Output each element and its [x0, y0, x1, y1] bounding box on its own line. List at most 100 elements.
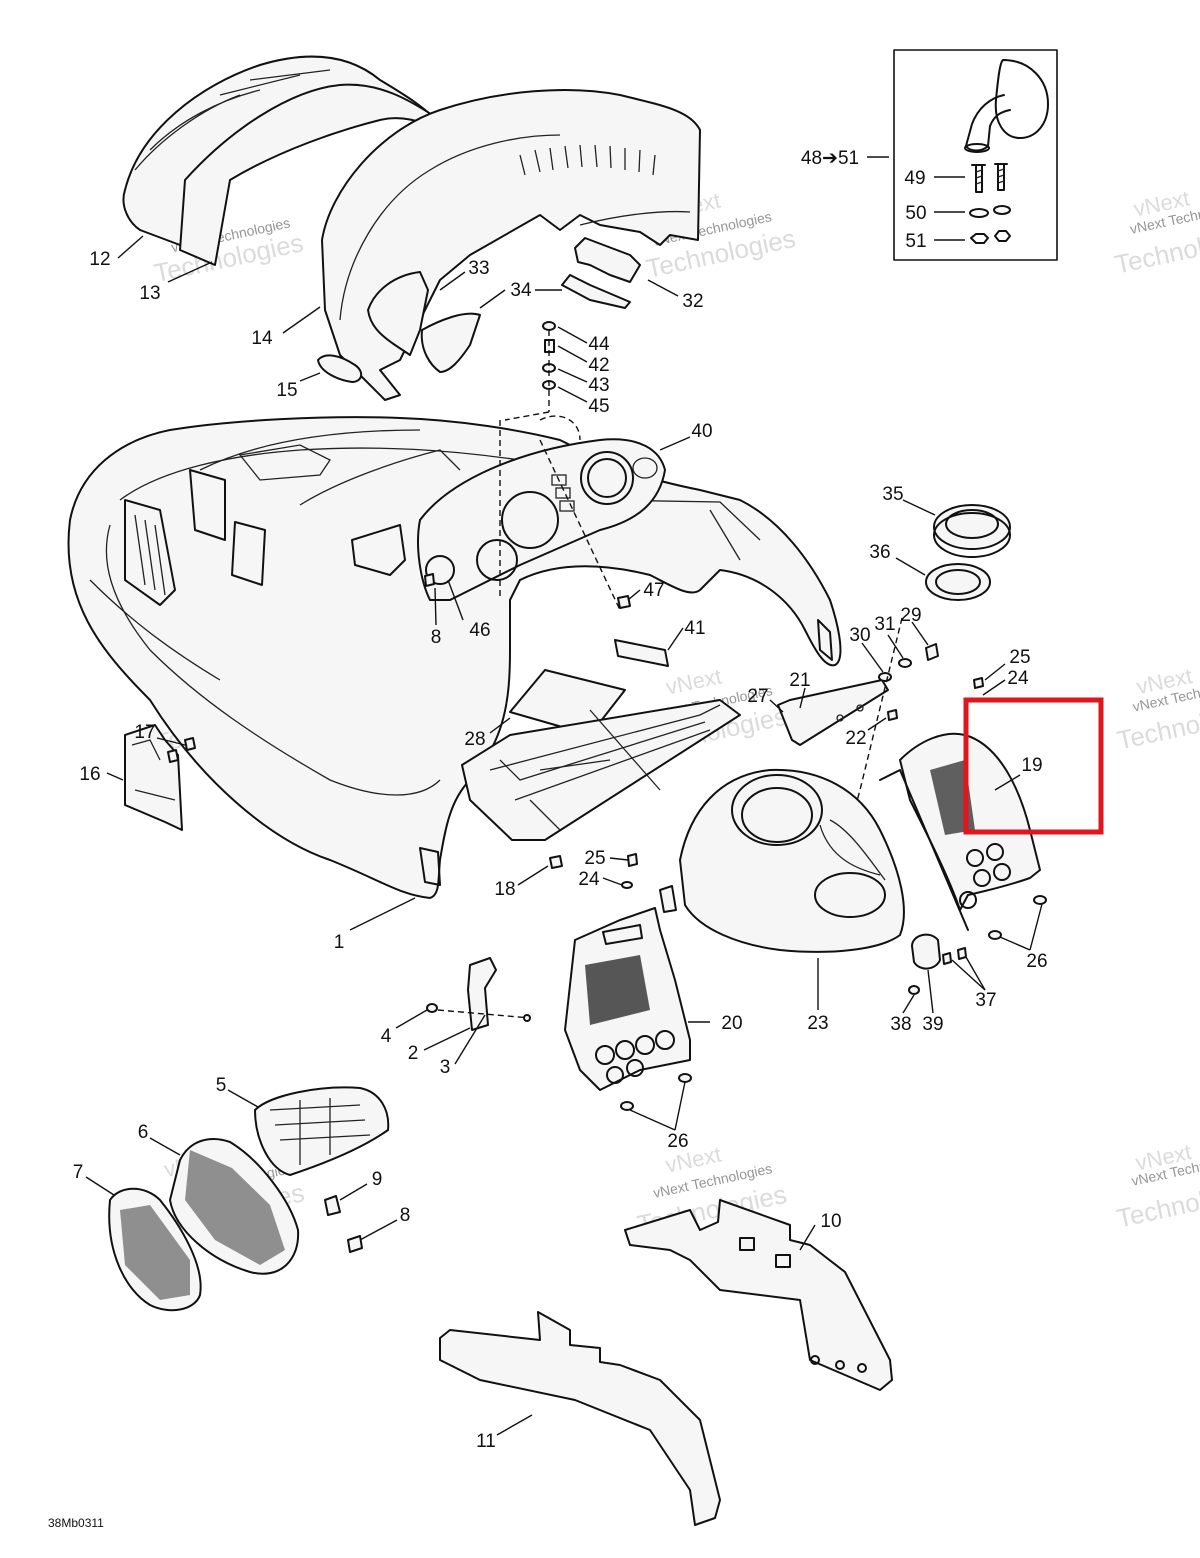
- hood-panel-1: [67, 416, 842, 899]
- callout-34: 34: [510, 280, 532, 301]
- callout-22: 22: [845, 728, 866, 749]
- small-hardware: [621, 677, 1047, 995]
- callout-5: 5: [216, 1075, 227, 1096]
- callout-20: 20: [721, 1013, 742, 1034]
- screw-17-a: [167, 749, 179, 763]
- handle-slot: [419, 847, 441, 886]
- callout-38: 38: [890, 1014, 911, 1035]
- callout-33: 33: [468, 258, 489, 279]
- callout-47: 47: [643, 580, 664, 601]
- washer-24-lower: [621, 881, 633, 889]
- mirror-glass: [994, 59, 1049, 139]
- console-23: [659, 768, 905, 953]
- callout-50: 50: [905, 203, 926, 224]
- callout-labels: 12 13 14 15 33 34 32 44 42 43 45 40 35 3…: [48, 148, 1048, 1530]
- screw-47: [617, 595, 631, 609]
- washer-50-b: [993, 205, 1011, 215]
- callout-7: 7: [73, 1162, 84, 1183]
- screw-49-a: [971, 164, 986, 193]
- tray-assembly: [461, 639, 741, 869]
- gauge-dial-a: [580, 451, 634, 505]
- callout-49: 49: [904, 168, 925, 189]
- side-vent-3: [231, 521, 266, 586]
- windshield-14: [321, 89, 701, 401]
- side-vent-2: [189, 469, 226, 541]
- callout-10: 10: [820, 1211, 841, 1232]
- callout-24-lower: 24: [578, 869, 600, 890]
- callout-43: 43: [588, 375, 609, 396]
- callout-28: 28: [464, 729, 485, 750]
- clip-26-b: [988, 930, 1002, 940]
- washer-4: [426, 1003, 438, 1013]
- nut-38: [908, 985, 920, 995]
- clip-26-d: [620, 1101, 634, 1111]
- console-opening: [731, 774, 823, 846]
- pad-34-shape: [420, 312, 481, 373]
- gasket-11: [439, 1311, 721, 1526]
- strip-41: [614, 639, 669, 667]
- cover-16: [124, 724, 196, 831]
- windshield-hardware: [317, 237, 641, 421]
- callout-3: 3: [440, 1057, 451, 1078]
- inset-box-mirror-hardware: [867, 49, 1058, 261]
- gauge-console-40: [417, 415, 666, 611]
- callout-15: 15: [276, 380, 297, 401]
- callout-26-center: 26: [667, 1131, 688, 1152]
- nut-22: [887, 709, 898, 721]
- screw-25-lower: [627, 853, 638, 867]
- callout-36: 36: [869, 542, 890, 563]
- callout-30: 30: [849, 625, 870, 646]
- callout-8-lower: 8: [400, 1205, 411, 1226]
- bracket-33: [367, 271, 429, 356]
- drawing-code: 38Mb0311: [48, 1516, 104, 1530]
- callout-12: 12: [89, 249, 110, 270]
- callout-31: 31: [874, 614, 895, 635]
- washer-50-a: [969, 208, 989, 218]
- side-vent-1: [124, 499, 176, 606]
- screw-18: [549, 855, 563, 869]
- bracket-2-assembly: [426, 957, 531, 1031]
- callout-11: 11: [476, 1431, 496, 1452]
- callout-44: 44: [588, 334, 610, 355]
- callout-25-upper: 25: [1009, 647, 1030, 668]
- clip-26-a: [1033, 895, 1047, 905]
- washer-30: [878, 672, 892, 682]
- gauge-dial-b: [501, 491, 559, 549]
- bracket-2: [467, 957, 497, 1031]
- gasket-10: [624, 1199, 893, 1391]
- cap-44: [542, 321, 556, 331]
- callout-9: 9: [372, 1169, 383, 1190]
- callout-17: 17: [134, 722, 155, 743]
- screw-8-lower: [347, 1235, 363, 1253]
- callout-24-upper: 24: [1007, 668, 1029, 689]
- callout-14: 14: [251, 328, 273, 349]
- callout-40: 40: [691, 421, 712, 442]
- callout-1: 1: [334, 932, 345, 953]
- leader-lines: [85, 235, 1043, 1436]
- callout-32: 32: [682, 291, 703, 312]
- screw-25-upper: [973, 677, 984, 689]
- screw-49-b: [994, 163, 1008, 191]
- screw-37-a: [942, 952, 952, 965]
- clip-9: [324, 1195, 341, 1216]
- mirror-stem: [965, 94, 1011, 152]
- strip-34: [561, 274, 631, 309]
- screw-37-b: [957, 947, 967, 960]
- callout-23: 23: [807, 1013, 828, 1034]
- callout-29: 29: [900, 605, 921, 626]
- watermark: vNext vNext Technologies Technologies: [1114, 663, 1200, 755]
- headlight-housing-5: [254, 1086, 390, 1176]
- callout-37: 37: [975, 990, 996, 1011]
- latch-39: [911, 933, 941, 970]
- callout-42: 42: [588, 355, 609, 376]
- ring-35: [933, 504, 1011, 550]
- callout-16: 16: [79, 764, 100, 785]
- screw-8: [424, 573, 435, 587]
- callout-2: 2: [408, 1043, 419, 1064]
- callout-19: 19: [1021, 755, 1042, 776]
- callout-18: 18: [494, 879, 515, 900]
- callout-27: 27: [747, 686, 768, 707]
- callout-13: 13: [139, 283, 160, 304]
